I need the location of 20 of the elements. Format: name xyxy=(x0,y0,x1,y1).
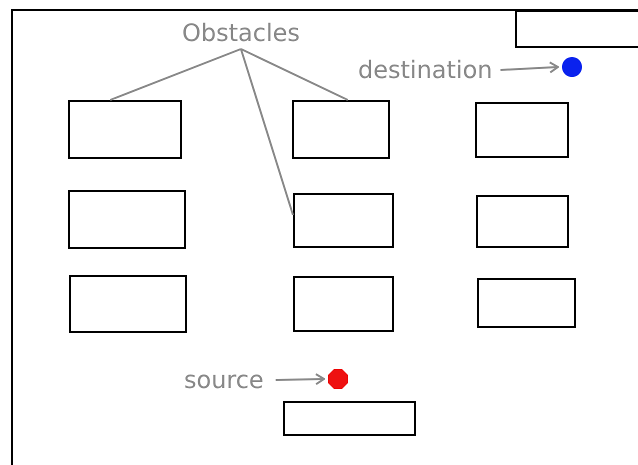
obstacle-box xyxy=(477,278,576,328)
leader-line xyxy=(240,48,294,216)
arrow xyxy=(500,61,559,74)
obstacle-box xyxy=(292,100,390,159)
obstacle-box xyxy=(476,195,569,248)
doorway-box xyxy=(515,10,638,48)
source-obstacle-box xyxy=(283,401,416,436)
obstacle-box xyxy=(475,102,569,158)
destination-label: destination xyxy=(358,56,492,84)
leader-line xyxy=(240,48,348,101)
arrow xyxy=(276,373,325,386)
obstacle-box xyxy=(293,193,394,248)
obstacle-box xyxy=(293,276,394,332)
obstacles-label: Obstacles xyxy=(182,19,300,47)
obstacle-box xyxy=(68,190,186,249)
obstacle-box xyxy=(69,275,187,333)
source-label: source xyxy=(184,366,264,394)
destination-dot xyxy=(562,57,582,77)
obstacle-box xyxy=(68,100,182,159)
leader-line xyxy=(110,48,242,101)
